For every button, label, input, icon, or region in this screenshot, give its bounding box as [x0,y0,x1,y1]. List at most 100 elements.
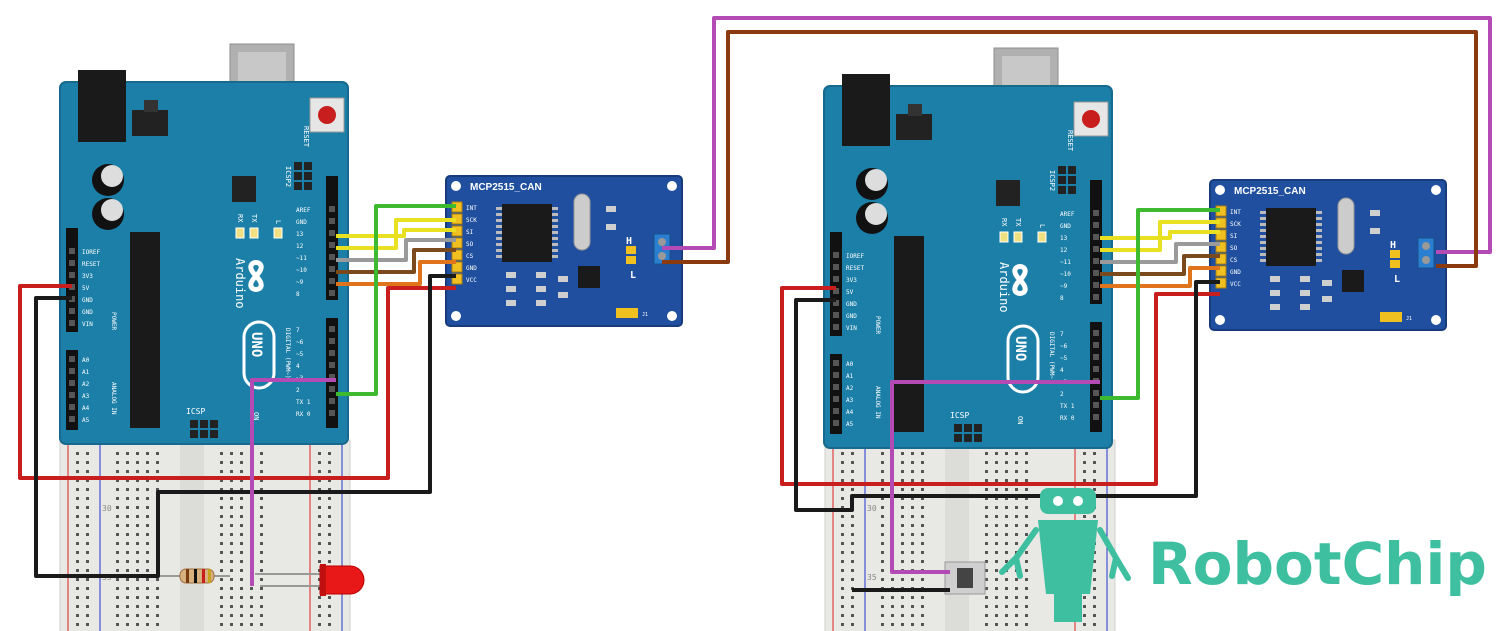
analog-label: ANALOG IN [110,382,117,415]
smd-component [536,272,546,278]
can-pin-label: SCK [466,217,477,224]
smd-component [1370,210,1380,216]
breadboard-hole [995,605,998,608]
breadboard-hole [136,488,139,491]
breadboard-hole [995,596,998,599]
breadboard-hole [260,470,263,473]
breadboard-hole [1015,524,1018,527]
rail-hole [1083,461,1086,464]
breadboard-hole [1025,524,1028,527]
header-pin [451,237,463,249]
rail-hole [841,560,844,563]
breadboard-hole [260,479,263,482]
breadboard-hole [1015,605,1018,608]
reset-button [318,106,336,124]
breadboard-hole [230,533,233,536]
breadboard-hole [146,551,149,554]
breadboard-hole [156,452,159,455]
breadboard-hole [136,578,139,581]
header-pin [69,308,75,314]
wire-can-high [662,16,1492,254]
breadboard-hole [995,533,998,536]
header-pin [1093,342,1099,348]
breadboard-hole [116,506,119,509]
header-pin [1068,186,1076,194]
breadboard-hole [146,569,149,572]
breadboard-hole [1025,452,1028,455]
header-pin [954,434,962,442]
rail-hole [851,551,854,554]
breadboard-hole [116,587,119,590]
mounting-hole [1215,185,1225,195]
breadboard-hole [891,578,894,581]
breadboard-hole [901,560,904,563]
wires-layer [18,16,1492,592]
breadboard-hole [985,461,988,464]
chip-lead [1260,253,1266,256]
rail-hole [86,605,89,608]
wire-int [336,204,456,396]
breadboard-hole [995,569,998,572]
wire-gnd [34,274,456,578]
breadboard-hole [240,596,243,599]
chip-lead [1316,247,1322,250]
breadboard-hole [881,461,884,464]
breadboard-hole [220,452,223,455]
screw [658,238,666,246]
smd-component [1370,228,1380,234]
digital-pin-label: AREF [296,207,311,214]
breadboard-hole [240,515,243,518]
digital-pin-label: 2 [296,387,300,394]
analog-pin-label: A1 [82,369,90,376]
header-pin [833,396,839,402]
header-pin [294,162,302,170]
breadboard-hole [911,533,914,536]
breadboard-hole [1025,551,1028,554]
can-pin-label: CS [466,253,474,260]
breadboard-hole [250,623,253,626]
rail-hole [76,515,79,518]
breadboard-hole [220,578,223,581]
header-pin [954,424,962,432]
breadboard-hole [1015,488,1018,491]
rail-hole [1093,578,1096,581]
rail-hole [851,578,854,581]
breadboard-hole [1005,470,1008,473]
breadboard-hole [881,515,884,518]
rail-hole [841,614,844,617]
chip-lead [552,225,558,228]
breadboard-hole [881,479,884,482]
breadboard-hole [921,452,924,455]
rail-hole [76,551,79,554]
header-pin [69,260,75,266]
chip-lead [496,237,502,240]
breadboard-hole [1015,452,1018,455]
chip-lead [552,219,558,222]
analog-pin-label: A4 [846,409,854,416]
breadboard-hole [1005,623,1008,626]
chip-lead [1260,229,1266,232]
l-label: L [1394,274,1400,285]
header-pin [329,398,335,404]
analog-pin-label: A3 [846,397,854,404]
breadboard-hole [220,569,223,572]
power-pin-label: 5V [846,289,854,296]
resistor-band [186,569,189,583]
can-pin-label: SCK [1230,221,1241,228]
can-pin-label: VCC [466,277,477,284]
wire-vcc [18,284,456,480]
breadboard-hole [985,524,988,527]
rail-hole [76,470,79,473]
rail-hole [841,452,844,455]
rail-hole [1093,551,1096,554]
breadboard-hole [901,506,904,509]
breadboard-hole [240,506,243,509]
breadboard-hole [116,497,119,500]
led-flange [320,564,326,596]
breadboard-hole [136,515,139,518]
breadboard-hole [1025,605,1028,608]
breadboard-hole [156,479,159,482]
breadboard-hole [146,470,149,473]
header-pin [69,380,75,386]
